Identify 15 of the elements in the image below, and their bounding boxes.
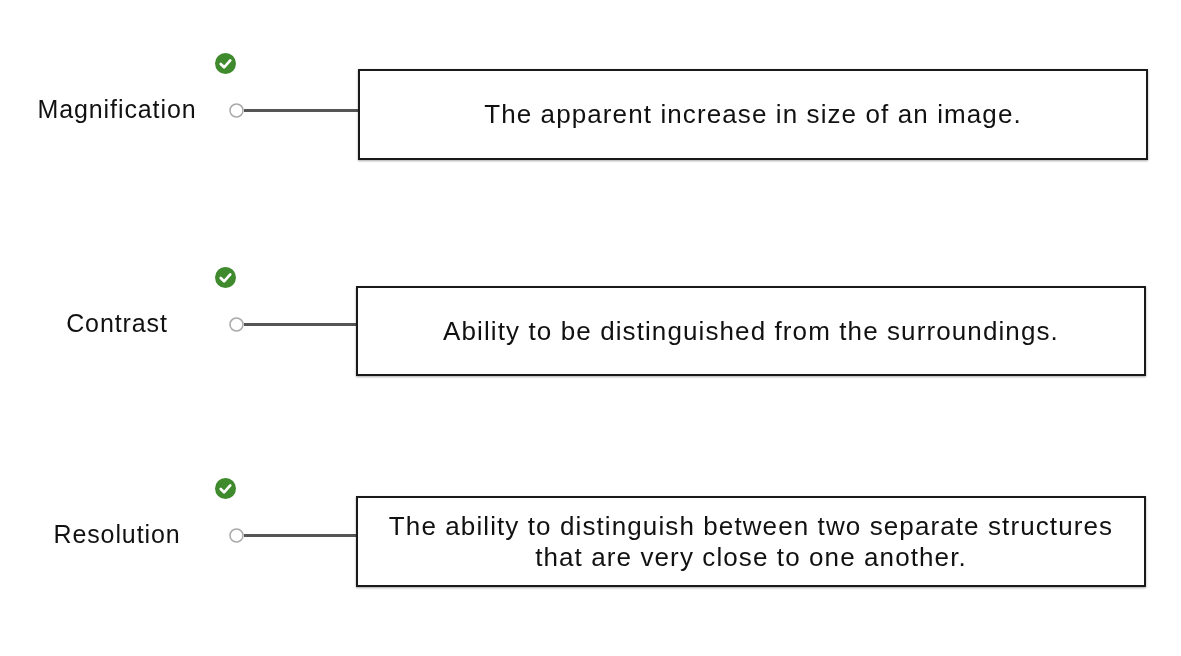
definition-box xyxy=(358,69,1148,160)
definition-text: Ability to be distinguished from the surroundings. xyxy=(443,315,1059,347)
connector-dot xyxy=(229,317,244,332)
connector-line xyxy=(244,109,358,112)
connector-line xyxy=(244,323,356,326)
definition-text: The apparent increase in size of an image. xyxy=(484,99,1022,130)
term-label: Contrast xyxy=(66,308,168,337)
definition-box xyxy=(356,286,1146,376)
connector-dot xyxy=(229,528,244,543)
term-label: Magnification xyxy=(37,94,197,123)
connector-dot xyxy=(229,103,244,118)
term-label: Resolution xyxy=(53,519,181,548)
definition-box xyxy=(356,496,1146,587)
connector-line xyxy=(244,534,356,537)
definition-text: The ability to distinguish between two separate structures that are very close to one another. xyxy=(387,510,1115,573)
